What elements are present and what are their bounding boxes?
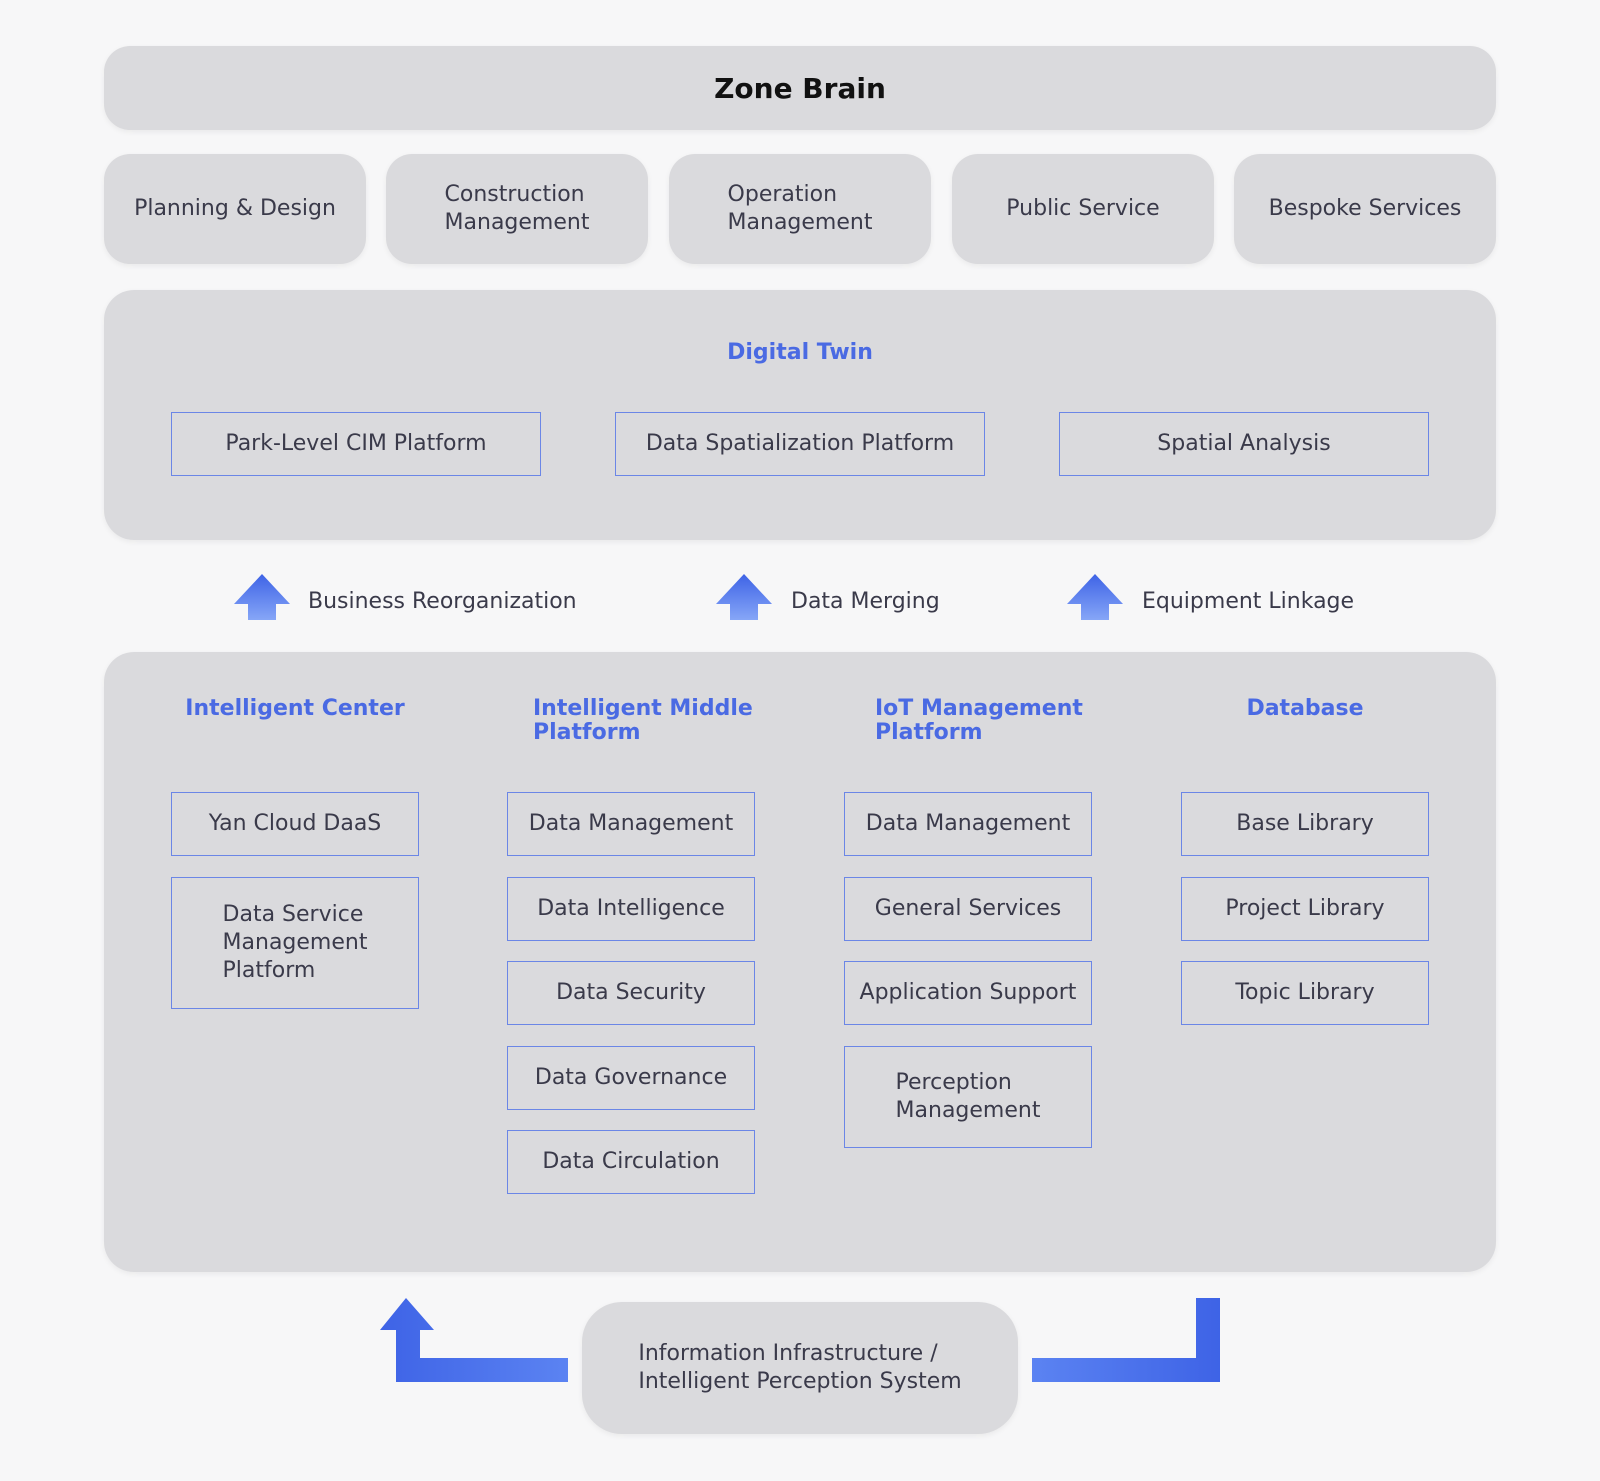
app-planning-design: Planning & Design <box>104 154 366 264</box>
column-heading-database: Database <box>1246 696 1364 721</box>
item-data-management: Data Management <box>507 792 755 856</box>
flow-business-reorganization: Business Reorganization <box>308 589 577 614</box>
item-iot-data-management: Data Management <box>844 792 1092 856</box>
zone-brain-title: Zone Brain <box>104 46 1496 130</box>
column-heading-iot-management-platform: IoT Management Platform <box>875 696 1083 745</box>
item-perception-management: Perception Management <box>844 1046 1092 1148</box>
item-data-governance: Data Governance <box>507 1046 755 1110</box>
app-bespoke-services: Bespoke Services <box>1234 154 1496 264</box>
app-operation-management: Operation Management <box>669 154 931 264</box>
digital-twin-heading: Digital Twin <box>727 340 873 365</box>
item-data-service-management-platform: Data Service Management Platform <box>171 877 419 1009</box>
item-data-circulation: Data Circulation <box>507 1130 755 1194</box>
app-construction-management: Construction Management <box>386 154 648 264</box>
elbow-arrow-left-icon <box>380 1298 568 1382</box>
app-public-service: Public Service <box>952 154 1214 264</box>
spatial-analysis: Spatial Analysis <box>1059 412 1429 476</box>
item-project-library: Project Library <box>1181 877 1429 941</box>
data-spatialization-platform: Data Spatialization Platform <box>615 412 985 476</box>
elbow-connector-right-icon <box>1032 1298 1220 1382</box>
column-heading-intelligent-center: Intelligent Center <box>185 696 405 721</box>
item-application-support: Application Support <box>844 961 1092 1025</box>
item-base-library: Base Library <box>1181 792 1429 856</box>
column-heading-intelligent-middle-platform: Intelligent Middle Platform <box>533 696 753 745</box>
item-topic-library: Topic Library <box>1181 961 1429 1025</box>
item-yan-cloud-daas: Yan Cloud DaaS <box>171 792 419 856</box>
flow-data-merging: Data Merging <box>791 589 940 614</box>
up-arrow-icon <box>716 574 772 620</box>
item-data-security: Data Security <box>507 961 755 1025</box>
up-arrow-icon <box>1067 574 1123 620</box>
up-arrow-icon <box>234 574 290 620</box>
item-general-services: General Services <box>844 877 1092 941</box>
information-infrastructure: Information Infrastructure / Intelligent… <box>582 1302 1018 1434</box>
digital-twin-panel <box>104 290 1496 540</box>
platform-panel <box>104 652 1496 1272</box>
flow-equipment-linkage: Equipment Linkage <box>1142 589 1355 614</box>
item-data-intelligence: Data Intelligence <box>507 877 755 941</box>
park-level-cim-platform: Park-Level CIM Platform <box>171 412 541 476</box>
